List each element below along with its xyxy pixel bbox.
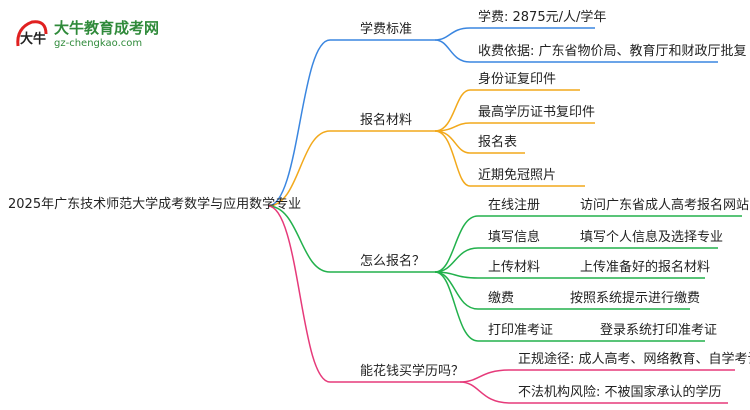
connector-root-howto bbox=[267, 205, 331, 273]
step-fill-info-detail: 填写个人信息及选择专业 bbox=[580, 230, 724, 245]
connector-fees-2 bbox=[434, 39, 471, 63]
connector-fees-1 bbox=[434, 27, 471, 41]
connector-materials-1 bbox=[434, 89, 471, 132]
step-print-detail: 登录系统打印准考证 bbox=[600, 323, 718, 338]
fees-basis: 收费依据: 广东省物价局、教育厅和财政厅批复 bbox=[478, 44, 747, 59]
fees-tuition: 学费: 2875元/人/学年 bbox=[478, 10, 607, 25]
step-fill-info: 填写信息 bbox=[488, 230, 541, 245]
connector-buy-2 bbox=[459, 381, 511, 404]
branch-howto: 怎么报名？ bbox=[360, 254, 426, 269]
connector-buy-1 bbox=[459, 369, 511, 383]
connector-root-fees bbox=[267, 39, 331, 207]
svg-text:大牛: 大牛 bbox=[20, 31, 46, 47]
connector-materials-3 bbox=[434, 130, 471, 154]
connector-materials-4 bbox=[434, 130, 471, 187]
connector-howto-2 bbox=[434, 247, 479, 273]
branch-buy: 能花钱买学历吗？ bbox=[360, 364, 465, 379]
root-topic: 2025年广东技术师范大学成考数学与应用数学专业 bbox=[8, 197, 302, 212]
logo-mark-icon: 大牛 bbox=[16, 20, 48, 47]
logo-name: 大牛教育成考网 bbox=[54, 19, 160, 37]
connector-howto-1 bbox=[434, 215, 479, 273]
step-register-detail: 访问广东省成人高考报名网站 bbox=[580, 198, 750, 213]
step-pay-detail: 按照系统提示进行缴费 bbox=[570, 291, 701, 306]
material-form: 报名表 bbox=[478, 135, 518, 150]
material-degree-copy: 最高学历证书复印件 bbox=[478, 105, 596, 120]
step-upload: 上传材料 bbox=[488, 260, 541, 275]
branch-fees: 学费标准 bbox=[360, 22, 413, 37]
step-register: 在线注册 bbox=[488, 198, 541, 213]
connector-howto-5 bbox=[434, 271, 479, 342]
branch-materials: 报名材料 bbox=[360, 113, 413, 128]
site-logo: 大牛 大牛教育成考网 gz-chengkao.com bbox=[12, 14, 162, 56]
step-upload-detail: 上传准备好的报名材料 bbox=[580, 260, 711, 275]
step-print: 打印准考证 bbox=[488, 323, 554, 338]
step-pay: 缴费 bbox=[488, 291, 515, 306]
material-id-copy: 身份证复印件 bbox=[478, 72, 557, 87]
connector-root-buy bbox=[267, 205, 331, 383]
buy-risk: 不法机构风险: 不被国家承认的学历 bbox=[518, 385, 722, 400]
material-photo: 近期免冠照片 bbox=[478, 168, 557, 183]
connector-root-materials bbox=[267, 130, 331, 207]
logo-url: gz-chengkao.com bbox=[54, 38, 143, 49]
buy-legit-paths: 正规途径: 成人高考、网络教育、自学考试 bbox=[518, 352, 750, 367]
